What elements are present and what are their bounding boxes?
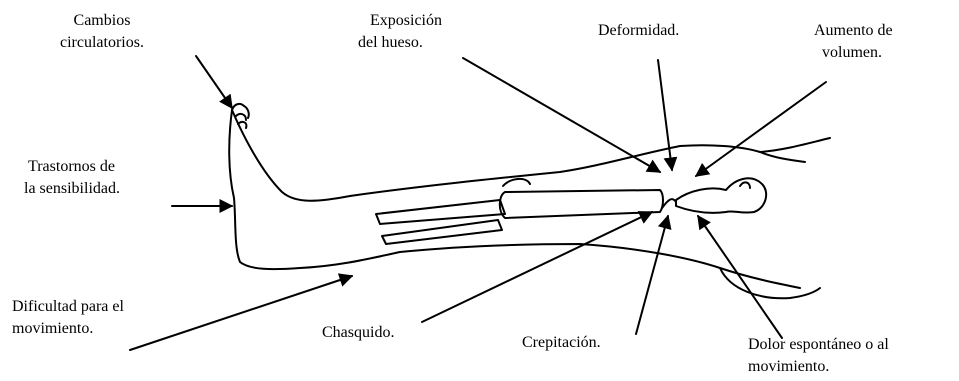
fracture-line [662, 199, 676, 208]
tibia-head [503, 179, 530, 186]
label-deformidad: Deformidad. [598, 20, 679, 42]
label-dolor-espontaneo: Dolor espontáneo o al movimiento. [748, 334, 889, 378]
leg-outline-top [232, 110, 830, 201]
arrow-chasquido [422, 212, 652, 322]
label-cambios-circulatorios: Cambios circulatorios. [60, 10, 144, 54]
label-aumento-de-volumen: Aumento de volumen. [814, 20, 893, 64]
label-trastornos-de-la-sensibilidad: Trastornos de la sensibilidad. [28, 156, 120, 200]
femur-end [676, 178, 766, 212]
arrow-exposicion [463, 58, 660, 172]
leg-outline-bottom [400, 244, 800, 288]
arrow-dolor [698, 216, 782, 338]
femur-condyle [740, 182, 750, 188]
label-chasquido: Chasquido. [322, 322, 394, 344]
label-dificultad-para-el-movimiento: Dificultad para el movimiento. [12, 296, 124, 340]
label-crepitacion: Crepitación. [522, 332, 601, 354]
arrow-cambios [196, 56, 232, 108]
fibula-lower [382, 220, 502, 244]
arrow-aumento [696, 82, 826, 176]
arrow-crepitacion [636, 216, 668, 334]
label-exposicion-del-hueso: Exposición del hueso. [358, 10, 442, 54]
fibula [376, 200, 505, 224]
foot-outline [229, 110, 400, 269]
tibia [500, 190, 663, 218]
arrow-deformidad [658, 60, 672, 170]
arrow-dificultad [130, 276, 352, 350]
thigh-edge [760, 152, 805, 162]
